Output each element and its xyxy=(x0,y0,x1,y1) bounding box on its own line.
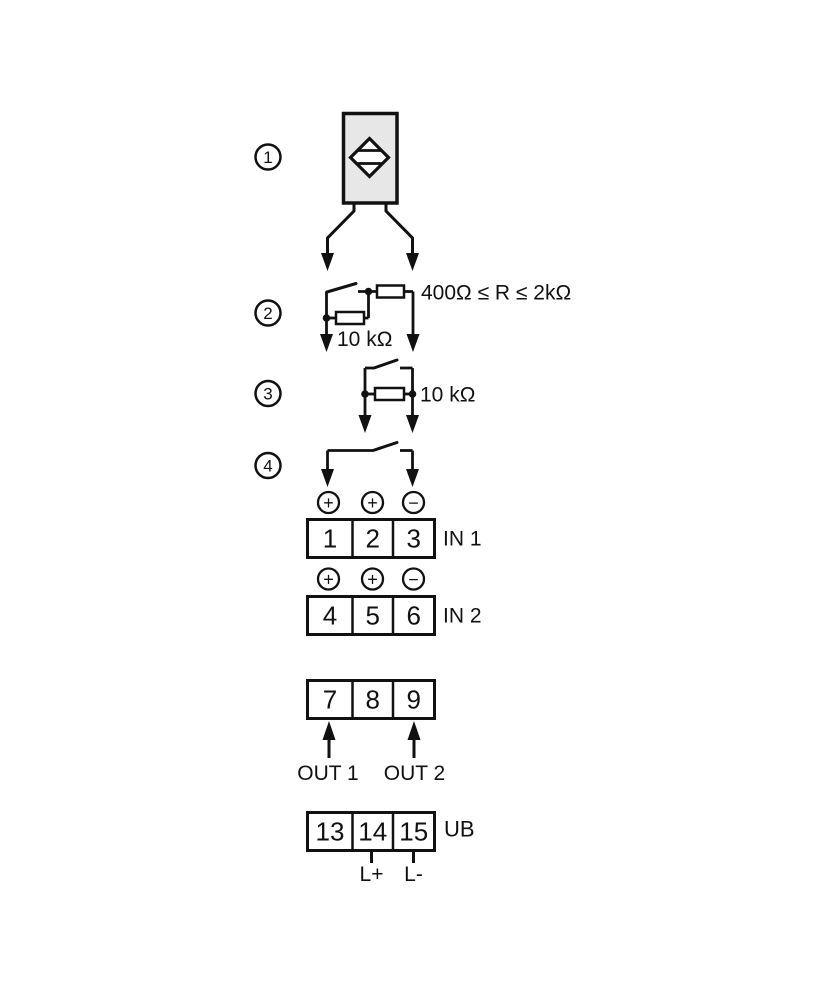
switch-blade-icon xyxy=(372,358,399,370)
sensor-transducer-icon xyxy=(348,136,391,179)
sensor-lead-right xyxy=(384,203,414,253)
terminal-number: 6 xyxy=(406,601,420,631)
resistor-icon xyxy=(375,284,406,299)
section-3-switch-parallel-resistor: 3 10 kΩ xyxy=(254,358,475,433)
terminal-number: 7 xyxy=(323,685,337,715)
terminal-number: 3 xyxy=(406,524,420,554)
terminal-number: 2 xyxy=(365,524,379,554)
terminal-number: 14 xyxy=(358,817,387,847)
callout-2-number: 2 xyxy=(263,304,272,323)
arrow-up-icon xyxy=(407,721,421,740)
callout-1-circle-icon xyxy=(254,143,282,171)
terminal-number: 13 xyxy=(316,817,345,847)
resistance-range-label: 400Ω ≤ R ≤ 2kΩ xyxy=(421,282,571,305)
terminal-block-supply: 13 14 15 UB L+ L- xyxy=(306,811,475,886)
lplus-label: L+ xyxy=(360,863,384,886)
switch-blade-icon xyxy=(371,441,399,452)
arrow-down-icon xyxy=(406,415,419,433)
block-label-ub: UB xyxy=(444,817,475,842)
sensor-leads xyxy=(321,203,419,271)
resistor-value-label: 10 kΩ xyxy=(337,328,392,351)
callout-2-circle-icon xyxy=(254,299,282,327)
terminal-number: 15 xyxy=(399,817,428,847)
polarity-row-in2: + + − xyxy=(316,567,426,591)
terminal-number: 9 xyxy=(406,685,420,715)
resistor-value-label: 10 kΩ xyxy=(420,384,475,407)
polarity-sign: + xyxy=(323,570,334,590)
polarity-minus-icon xyxy=(401,490,426,515)
terminal-block-in2: + + − 4 5 6 IN 2 xyxy=(306,567,482,636)
polarity-row-in1: + + − xyxy=(316,490,426,515)
polarity-minus-icon xyxy=(401,567,426,591)
resistor-10k-icon xyxy=(373,386,406,402)
terminal-block-in1: + + − 1 2 3 IN 1 xyxy=(306,490,482,559)
polarity-plus-icon xyxy=(316,490,341,515)
out2-label: OUT 2 xyxy=(384,762,445,785)
callout-4-circle-icon xyxy=(254,451,282,480)
arrow-down-icon xyxy=(321,253,334,271)
terminal-strip xyxy=(306,679,436,720)
arrow-down-icon xyxy=(320,334,333,352)
polarity-sign: + xyxy=(367,570,378,590)
arrow-down-icon xyxy=(406,469,419,487)
terminal-strip xyxy=(306,595,436,636)
out1-label: OUT 1 xyxy=(297,762,358,785)
block-label-in1: IN 1 xyxy=(443,528,482,551)
terminal-block-out: 7 8 9 OUT 1 OUT 2 xyxy=(297,679,445,785)
polarity-sign: + xyxy=(367,493,378,513)
resistor-10k-icon xyxy=(334,310,366,326)
terminal-number: 1 xyxy=(323,524,337,554)
switch-blade-icon xyxy=(325,282,358,294)
section-4-switch: 4 xyxy=(254,441,419,487)
callout-1-number: 1 xyxy=(263,148,272,167)
callout-3-circle-icon xyxy=(254,379,282,408)
block-label-in2: IN 2 xyxy=(443,605,482,628)
callout-3-number: 3 xyxy=(263,385,272,404)
polarity-plus-icon xyxy=(360,490,385,515)
polarity-sign: − xyxy=(408,493,419,513)
arrow-down-icon xyxy=(406,253,419,271)
polarity-plus-icon xyxy=(316,567,341,591)
sensor-lead-left xyxy=(326,203,356,253)
arrow-down-icon xyxy=(406,334,420,352)
arrow-down-icon xyxy=(358,415,372,433)
polarity-sign: + xyxy=(323,493,334,513)
section-2-switch-resistor: 2 400Ω ≤ R ≤ 2kΩ 10 kΩ xyxy=(254,282,571,352)
polarity-sign: − xyxy=(408,570,419,590)
arrow-up-icon xyxy=(322,721,336,740)
polarity-plus-icon xyxy=(360,567,385,591)
terminal-number: 5 xyxy=(365,601,379,631)
section-1-sensor: 1 xyxy=(254,111,419,271)
terminal-strip xyxy=(306,518,436,559)
arrow-down-icon xyxy=(321,469,334,487)
terminal-number: 8 xyxy=(365,685,379,715)
terminal-number: 4 xyxy=(323,601,337,631)
callout-4-number: 4 xyxy=(263,457,272,476)
lminus-label: L- xyxy=(404,863,423,886)
